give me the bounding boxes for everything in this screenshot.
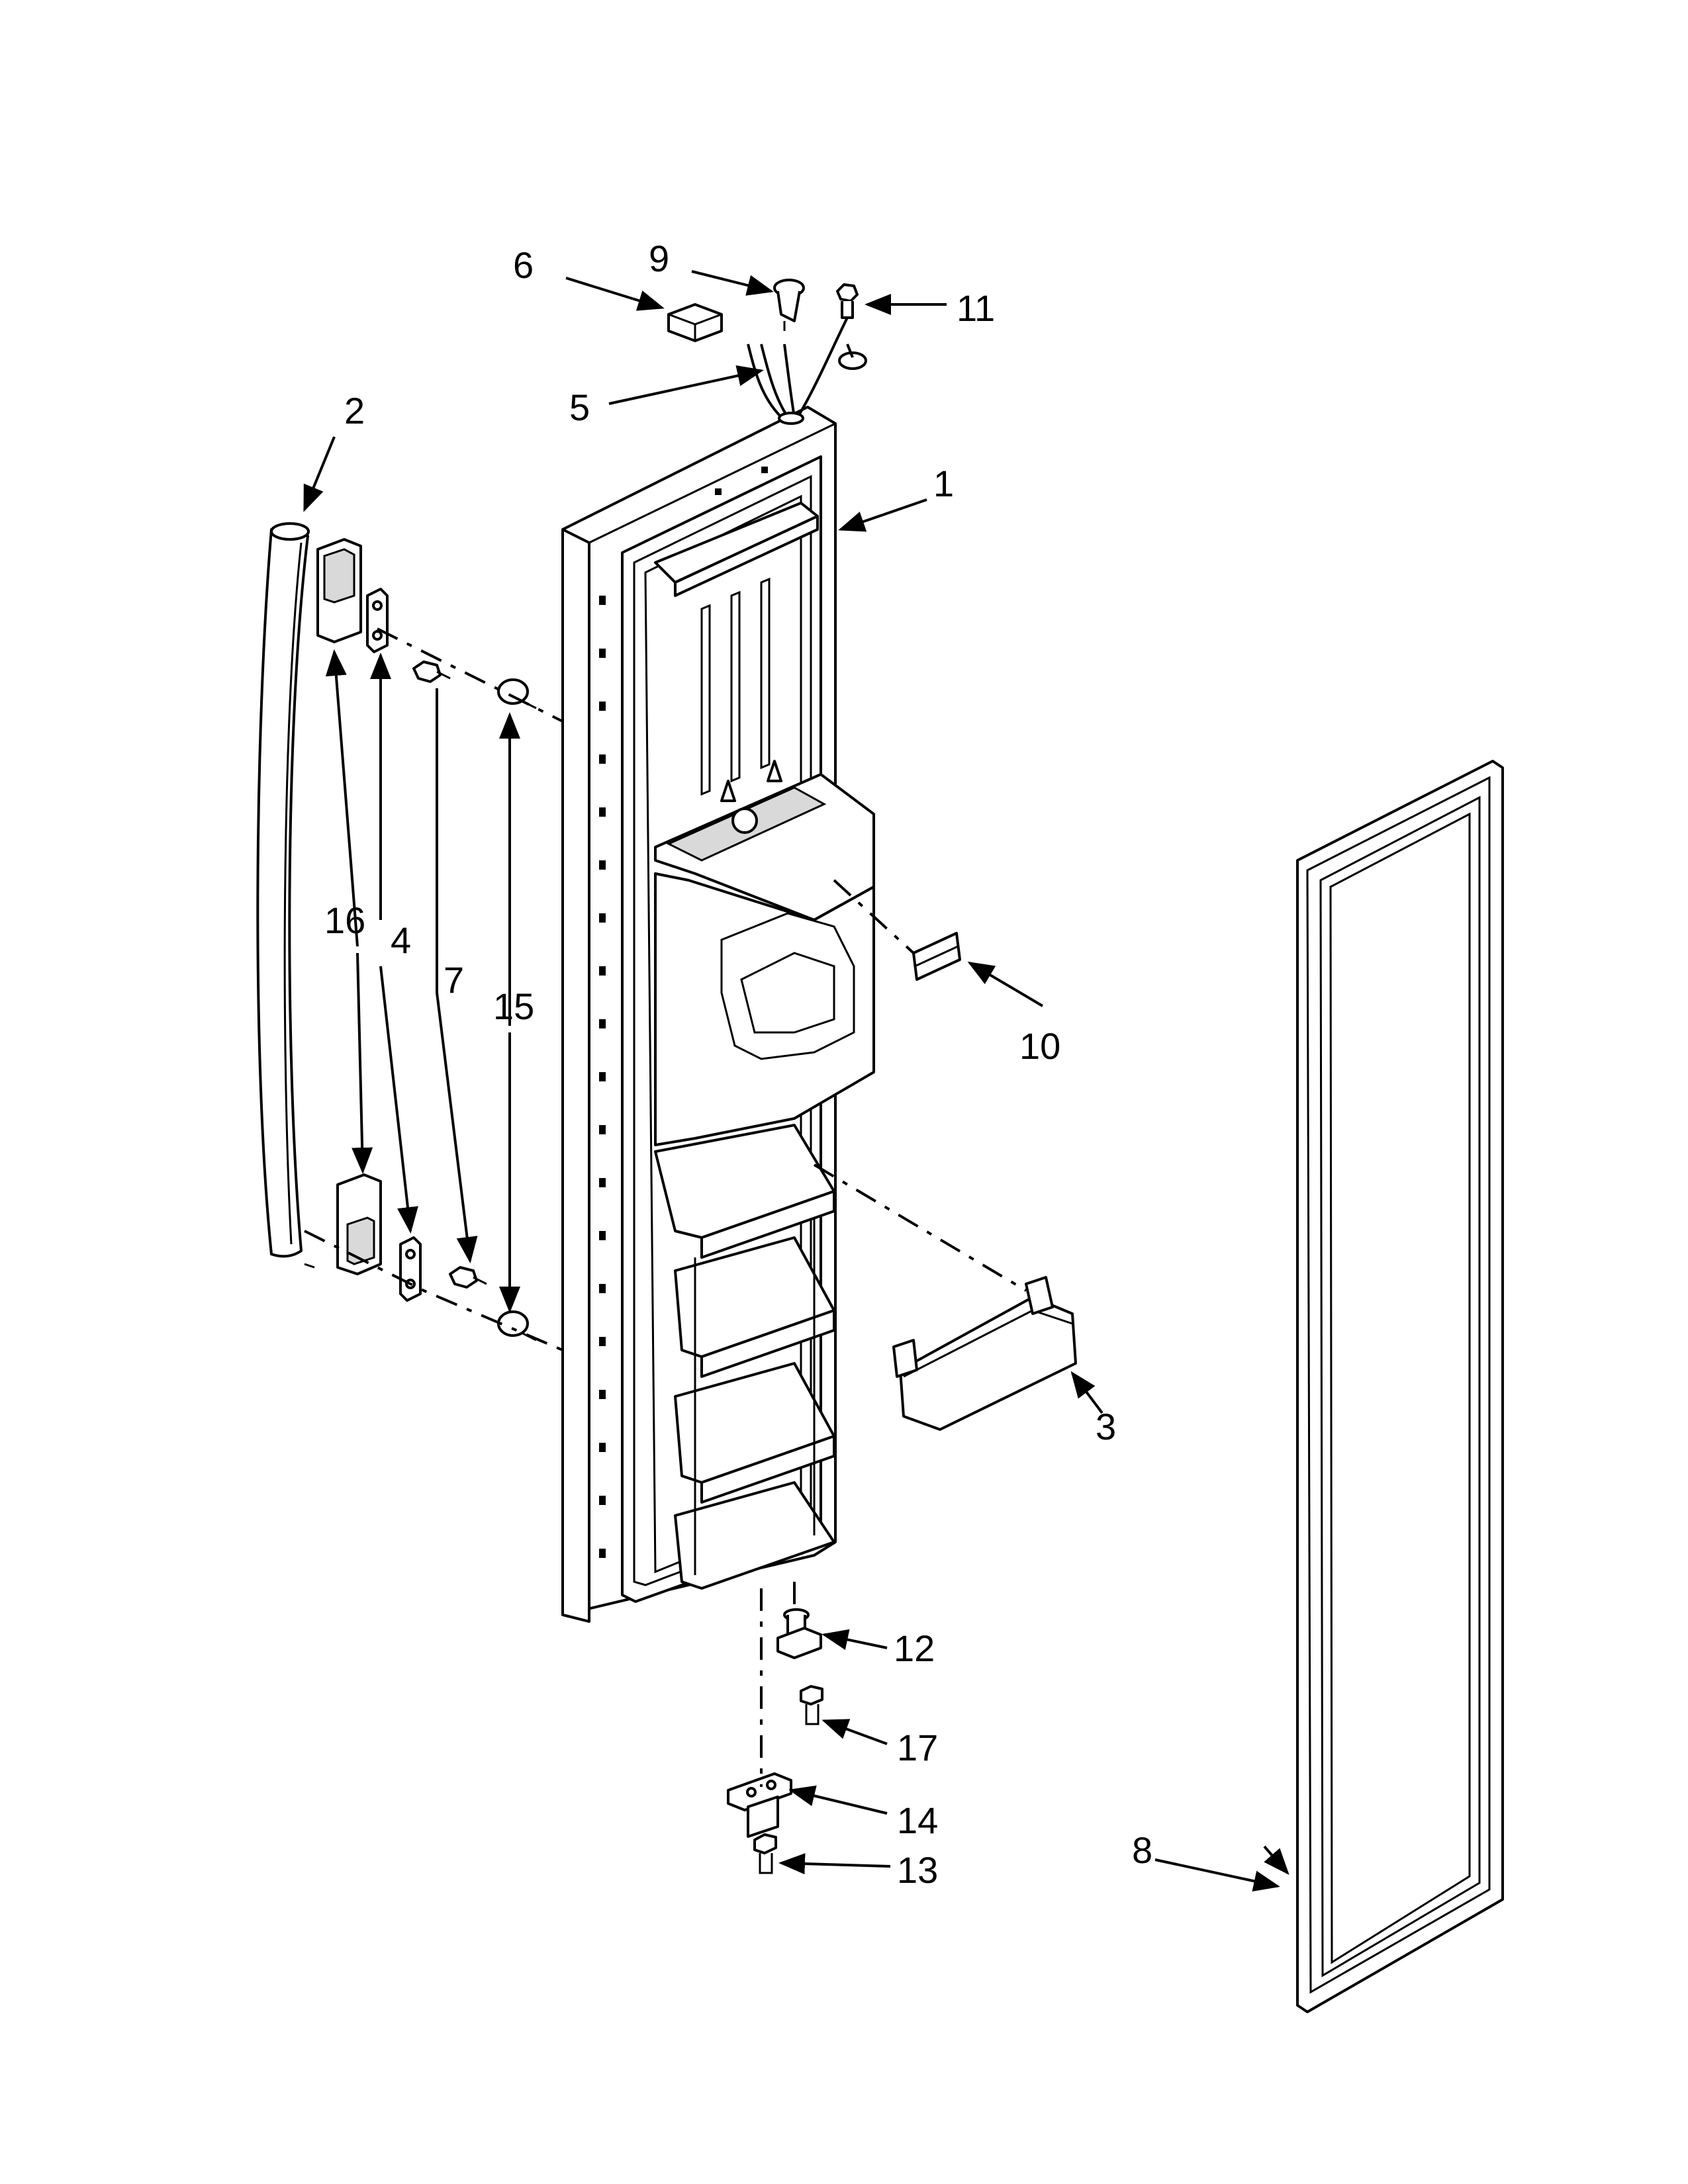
callout-2: 2 xyxy=(344,390,365,432)
handle-bracket-top xyxy=(366,588,389,653)
handle-end-cap-bottom xyxy=(336,1173,382,1275)
hinge-pin-part xyxy=(776,1608,822,1659)
ground-screw-part xyxy=(836,283,867,370)
callout-17: 17 xyxy=(897,1727,938,1768)
door-assembly xyxy=(561,317,875,1623)
callout-7: 7 xyxy=(444,959,464,1001)
callout-12: 12 xyxy=(894,1627,935,1669)
callout-4: 4 xyxy=(391,919,411,961)
callout-11: 11 xyxy=(957,287,995,329)
callout-14: 14 xyxy=(897,1799,938,1841)
callout-6: 6 xyxy=(513,244,534,286)
handle-screw-top xyxy=(412,660,451,683)
door-handle-part xyxy=(256,522,315,1269)
handle-end-cap-top xyxy=(316,538,362,643)
callout-15: 15 xyxy=(493,985,534,1027)
socket-part xyxy=(773,279,805,331)
door-gasket-part xyxy=(1296,760,1504,2013)
callout-8: 8 xyxy=(1132,1829,1152,1871)
callout-5: 5 xyxy=(569,387,590,428)
trim-strip-part xyxy=(912,932,961,981)
callout-10: 10 xyxy=(1019,1025,1060,1067)
handle-screw-bottom xyxy=(449,1266,487,1289)
handle-bracket-bottom xyxy=(399,1236,422,1302)
callout-13: 13 xyxy=(897,1849,938,1891)
wire-connector-part xyxy=(667,303,723,342)
leader-lines xyxy=(303,270,1289,1892)
callout-3: 3 xyxy=(1096,1406,1116,1447)
callout-9: 9 xyxy=(649,238,669,279)
door-bin-part xyxy=(892,1276,1077,1431)
callout-16: 16 xyxy=(324,899,365,941)
callout-1: 1 xyxy=(933,463,954,504)
hinge-screw-part xyxy=(800,1685,823,1725)
hinge-bracket-part xyxy=(727,1772,792,1838)
mounting-stud-top xyxy=(497,678,537,709)
hinge-bolt-part xyxy=(753,1833,777,1874)
